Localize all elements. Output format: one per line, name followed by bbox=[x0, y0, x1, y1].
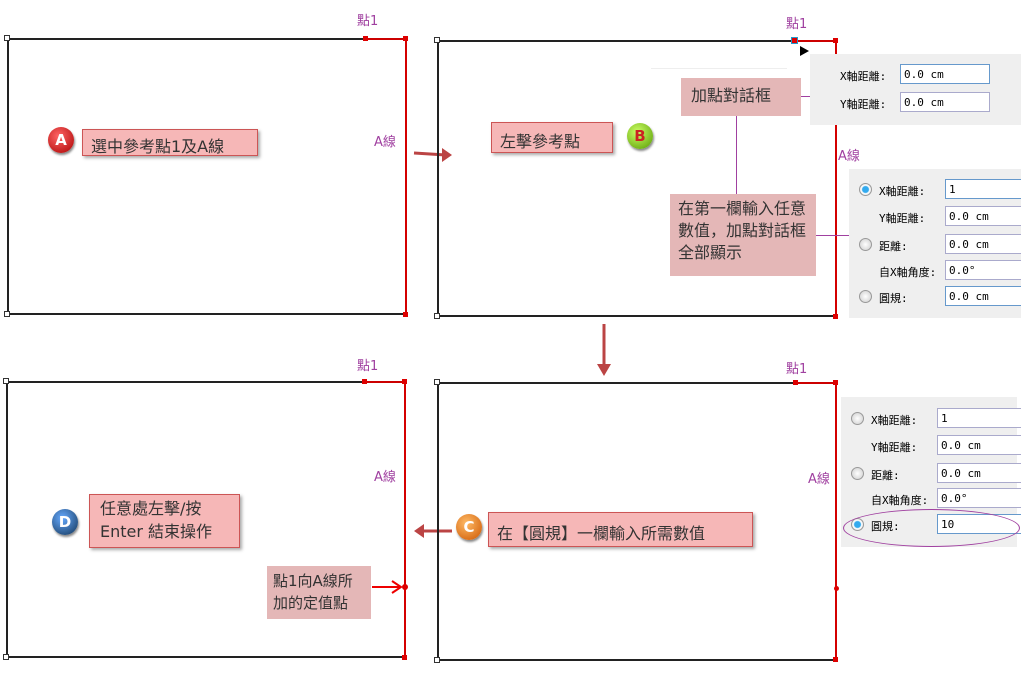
corner-handle[interactable] bbox=[403, 312, 408, 317]
line-a-label: A線 bbox=[838, 149, 860, 164]
distance-label: 距離: bbox=[871, 469, 900, 482]
note-fixed-point: 點1向A線所加的定值點 bbox=[267, 566, 371, 619]
corner-handle[interactable] bbox=[833, 38, 838, 43]
point-1-handle[interactable] bbox=[791, 37, 798, 44]
distance-label: 距離: bbox=[879, 240, 908, 253]
corner-handle[interactable] bbox=[833, 314, 838, 319]
x-distance-radio[interactable] bbox=[859, 183, 872, 196]
y-distance-label: Y軸距離: bbox=[879, 212, 926, 225]
step-c-badge: C bbox=[456, 514, 482, 540]
corner-handle bbox=[4, 35, 10, 41]
point-1-label: 點1 bbox=[357, 14, 379, 29]
y-distance-label: Y軸距離: bbox=[840, 98, 887, 111]
y-distance-input[interactable] bbox=[900, 92, 990, 112]
y-distance-input[interactable] bbox=[945, 206, 1021, 226]
corner-handle bbox=[434, 37, 440, 43]
connector bbox=[816, 235, 851, 236]
step-d-badge: D bbox=[52, 509, 78, 535]
step-a-callout: 選中參考點1及A線 bbox=[82, 129, 258, 156]
note-add-point-dialog: 加點對話框 bbox=[681, 78, 801, 116]
panel-b-frame bbox=[437, 40, 837, 317]
add-point-dialog-full: X軸距離: Y軸距離: 距離: 自X軸角度: 圓規: bbox=[849, 169, 1021, 318]
x-distance-input[interactable] bbox=[900, 64, 990, 84]
corner-handle[interactable] bbox=[833, 380, 838, 385]
arrow-right-icon bbox=[413, 148, 452, 162]
line-a-label: A線 bbox=[374, 470, 396, 485]
fixed-point-marker[interactable] bbox=[402, 584, 408, 590]
distance-radio[interactable] bbox=[859, 238, 872, 251]
x-distance-input[interactable] bbox=[945, 179, 1021, 199]
selected-segment bbox=[795, 40, 837, 42]
corner-handle bbox=[434, 379, 440, 385]
corner-handle[interactable] bbox=[402, 379, 407, 384]
point-1-label: 點1 bbox=[786, 362, 808, 377]
step-c-callout: 在【圓規】一欄輸入所需數值 bbox=[488, 512, 753, 547]
corner-handle bbox=[4, 311, 10, 317]
connector bbox=[801, 96, 811, 97]
connector bbox=[736, 116, 737, 194]
step-a-badge: A bbox=[48, 127, 74, 153]
x-distance-label: X軸距離: bbox=[840, 70, 887, 83]
note-enter-first: 在第一欄輸入任意數值，加點對話框全部顯示 bbox=[670, 194, 816, 276]
arrow-right-icon bbox=[372, 580, 403, 594]
angle-input[interactable] bbox=[937, 488, 1021, 508]
x-distance-input[interactable] bbox=[937, 408, 1021, 428]
corner-handle bbox=[434, 657, 440, 663]
compass-label: 圓規: bbox=[879, 292, 908, 305]
corner-handle bbox=[3, 654, 9, 660]
panel-a-frame bbox=[7, 38, 407, 315]
corner-handle bbox=[434, 313, 440, 319]
arrow-down-icon bbox=[597, 324, 611, 376]
line-a-label: A線 bbox=[374, 135, 396, 150]
selected-segment bbox=[364, 381, 406, 383]
step-b-callout: 左擊參考點 bbox=[491, 122, 613, 153]
y-distance-label: Y軸距離: bbox=[871, 441, 918, 454]
add-point-dialog-small: X軸距離: Y軸距離: bbox=[810, 54, 1021, 125]
x-distance-radio[interactable] bbox=[851, 412, 864, 425]
point-handle[interactable] bbox=[363, 36, 368, 41]
point-1-label: 點1 bbox=[786, 17, 808, 32]
angle-label: 自X軸角度: bbox=[879, 266, 937, 279]
corner-handle[interactable] bbox=[403, 36, 408, 41]
cursor-icon bbox=[800, 46, 809, 56]
selected-segment bbox=[796, 382, 837, 384]
distance-input[interactable] bbox=[937, 463, 1021, 483]
compass-radio[interactable] bbox=[859, 290, 872, 303]
corner-handle[interactable] bbox=[833, 657, 838, 662]
compass-input[interactable] bbox=[945, 286, 1021, 306]
panel-d-frame bbox=[6, 381, 406, 658]
x-distance-label: X軸距離: bbox=[871, 414, 918, 427]
distance-radio[interactable] bbox=[851, 467, 864, 480]
angle-label: 自X軸角度: bbox=[871, 494, 929, 507]
step-b-badge: B bbox=[627, 123, 653, 149]
distance-input[interactable] bbox=[945, 234, 1021, 254]
y-distance-input[interactable] bbox=[937, 435, 1021, 455]
step-d-callout: 任意處左擊/按 Enter 結束操作 bbox=[89, 494, 240, 548]
x-distance-row: X軸距離: bbox=[810, 64, 1021, 86]
panel-c-frame bbox=[437, 382, 837, 661]
corner-handle[interactable] bbox=[402, 655, 407, 660]
corner-handle bbox=[3, 378, 9, 384]
divider bbox=[651, 68, 787, 69]
point-handle[interactable] bbox=[793, 380, 798, 385]
angle-input[interactable] bbox=[945, 260, 1021, 280]
y-distance-row: Y軸距離: bbox=[810, 92, 1021, 114]
fixed-point-marker[interactable] bbox=[834, 586, 839, 591]
point-handle[interactable] bbox=[362, 379, 367, 384]
point-1-label: 點1 bbox=[357, 359, 379, 374]
selected-segment bbox=[365, 38, 407, 40]
line-a-label: A線 bbox=[808, 472, 830, 487]
x-distance-label: X軸距離: bbox=[879, 185, 926, 198]
highlight-ellipse bbox=[843, 509, 1020, 547]
